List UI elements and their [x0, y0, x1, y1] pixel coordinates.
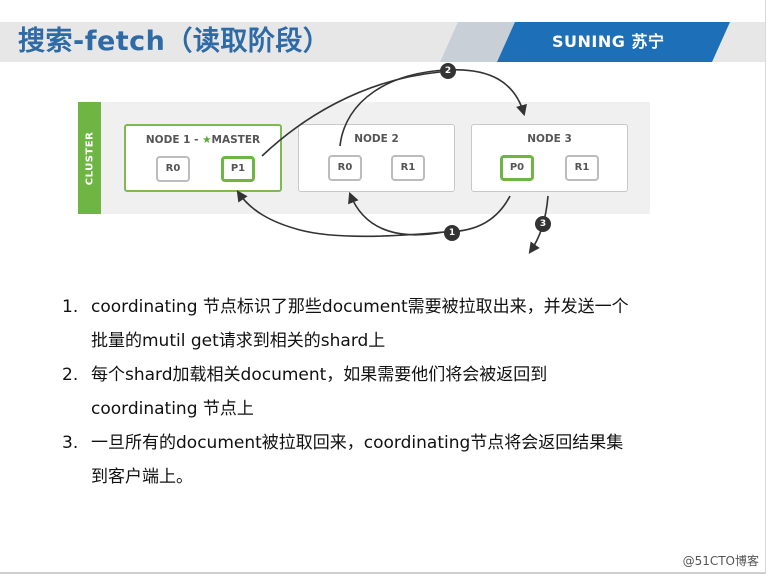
- cluster-bar: [78, 102, 101, 214]
- step-number: 3.: [62, 433, 79, 453]
- step-badge-2: 2: [440, 63, 456, 79]
- arrow-step-1b: [348, 191, 445, 236]
- step-item: 2. 每个shard加载相关document，如果需要他们将会被返回到 coor…: [62, 358, 712, 426]
- step-text-line: 到客户端上。: [91, 467, 193, 487]
- flow-arrows: [236, 69, 549, 254]
- step-text-line: coordinating 节点标识了那些document需要被拉取出来，并发送一…: [91, 297, 629, 317]
- shard-replica: R1: [565, 155, 599, 181]
- arrow-step-2b: [339, 69, 527, 147]
- step-text-line: coordinating 节点上: [91, 399, 254, 419]
- node-1-title: NODE 1 - ★MASTER: [126, 134, 280, 146]
- shard-replica: R1: [391, 155, 425, 181]
- logo-banner: [440, 22, 730, 62]
- arrow-step-1: [236, 190, 511, 238]
- node-1-title-suffix: MASTER: [211, 134, 261, 146]
- step-badge-1: 1: [444, 225, 460, 241]
- shard-replica: R0: [156, 156, 190, 182]
- star-icon: ★: [202, 134, 212, 146]
- step-item: 1. coordinating 节点标识了那些document需要被拉取出来，并…: [62, 290, 712, 358]
- step-badge-3: 3: [535, 216, 551, 232]
- suning-logo: SUNING 苏宁: [552, 32, 665, 51]
- watermark: @51CTO博客: [682, 554, 759, 568]
- step-text-line: 批量的mutil get请求到相关的shard上: [91, 331, 386, 351]
- step-text-line: 一旦所有的document被拉取回来，coordinating节点将会返回结果集: [91, 433, 624, 453]
- slide-title: 搜索-fetch（读取阶段）: [18, 26, 331, 57]
- node-2-title: NODE 2: [354, 133, 399, 145]
- node-1-master: NODE 1 - ★MASTER R0 P1: [124, 124, 282, 192]
- step-text-line: 每个shard加载相关document，如果需要他们将会被返回到: [91, 365, 548, 385]
- node-1-title-prefix: NODE 1 -: [145, 134, 203, 146]
- step-number: 1.: [62, 297, 79, 317]
- shard-replica: R0: [328, 155, 362, 181]
- node-3: NODE 3 P0 R1: [471, 124, 628, 192]
- shard-primary: P0: [500, 155, 534, 181]
- step-number: 2.: [62, 365, 79, 385]
- shard-primary: P1: [221, 156, 255, 182]
- step-item: 3. 一旦所有的document被拉取回来，coordinating节点将会返回…: [62, 426, 712, 494]
- node-2: NODE 2 R0 R1: [298, 124, 455, 192]
- node-3-title: NODE 3: [527, 133, 572, 145]
- arrow-step-2: [261, 71, 441, 157]
- step-list: 1. coordinating 节点标识了那些document需要被拉取出来，并…: [62, 290, 712, 494]
